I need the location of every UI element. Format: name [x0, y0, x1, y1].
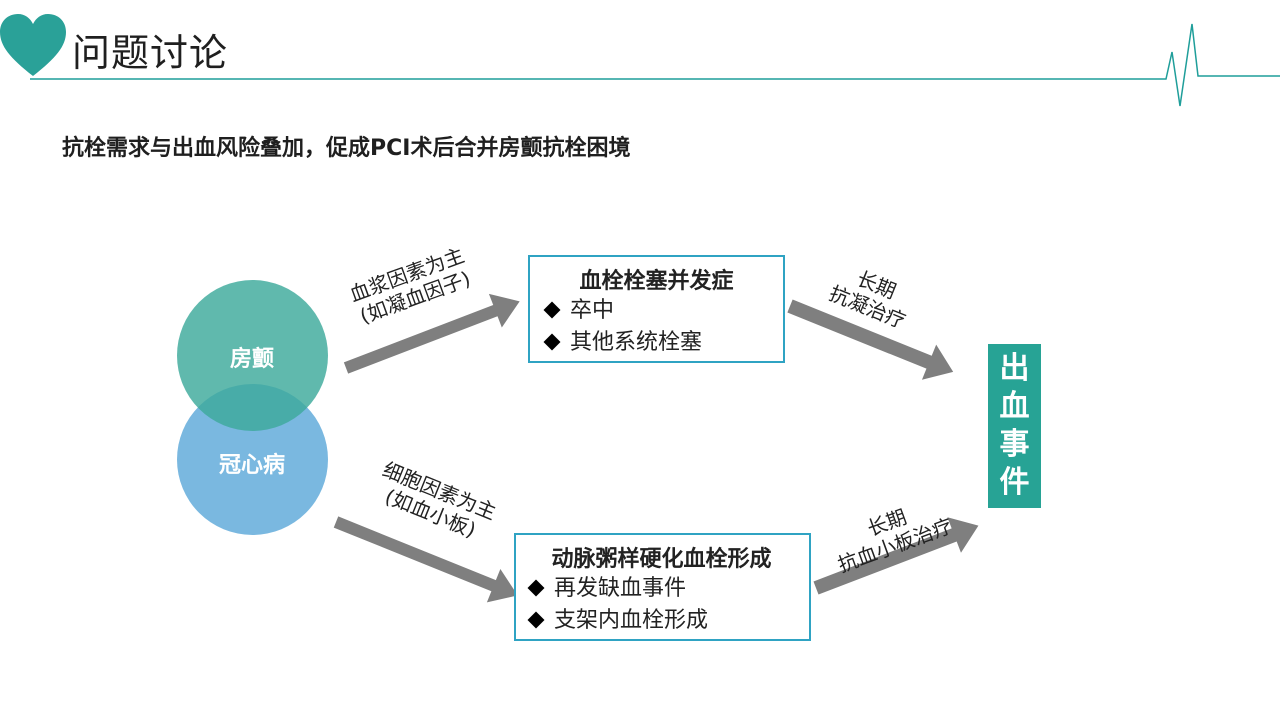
slide-subtitle: 抗栓需求与出血风险叠加，促成PCI术后合并房颤抗栓困境	[62, 136, 631, 161]
bleeding-event-char: 血	[999, 389, 1030, 424]
circle-af-label: 房颤	[229, 347, 275, 372]
box-atherothrombosis-item: 支架内血栓形成	[526, 605, 797, 637]
diamond-bullet-icon	[527, 579, 545, 596]
circle-coronary-label: 冠心病	[218, 453, 286, 478]
box-thromboembolism: 血栓栓塞并发症 卒中 其他系统栓塞	[528, 255, 785, 363]
box-atherothrombosis-item: 再发缺血事件	[526, 573, 797, 605]
box-item-label: 再发缺血事件	[554, 576, 687, 601]
box-atherothrombosis: 动脉粥样硬化血栓形成 再发缺血事件 支架内血栓形成	[514, 533, 811, 641]
ecg-header-line	[30, 23, 1280, 107]
box-atherothrombosis-title: 动脉粥样硬化血栓形成	[551, 547, 772, 572]
diamond-bullet-icon	[543, 301, 561, 318]
bleeding-event-char: 出	[999, 351, 1030, 386]
box-item-label: 其他系统栓塞	[570, 330, 703, 355]
box-thromboembolism-title: 血栓栓塞并发症	[579, 269, 734, 294]
bleeding-event-char: 事	[999, 427, 1030, 462]
arrow-bottom-left	[333, 516, 518, 603]
arrow-bottom-right	[813, 517, 979, 595]
box-thromboembolism-item: 其他系统栓塞	[542, 327, 771, 359]
circle-af	[177, 280, 328, 431]
bleeding-event-char: 件	[999, 465, 1030, 500]
diamond-bullet-icon	[527, 611, 545, 628]
bleeding-event-box: 出 血 事 件	[988, 344, 1041, 508]
heart-icon	[0, 14, 66, 76]
page-title: 问题讨论	[72, 31, 229, 75]
arrow-top-right	[787, 299, 954, 380]
box-item-label: 支架内血栓形成	[554, 608, 709, 633]
diamond-bullet-icon	[543, 333, 561, 350]
box-item-label: 卒中	[570, 298, 615, 323]
arrow-top-left	[343, 293, 520, 374]
box-thromboembolism-item: 卒中	[542, 295, 771, 327]
